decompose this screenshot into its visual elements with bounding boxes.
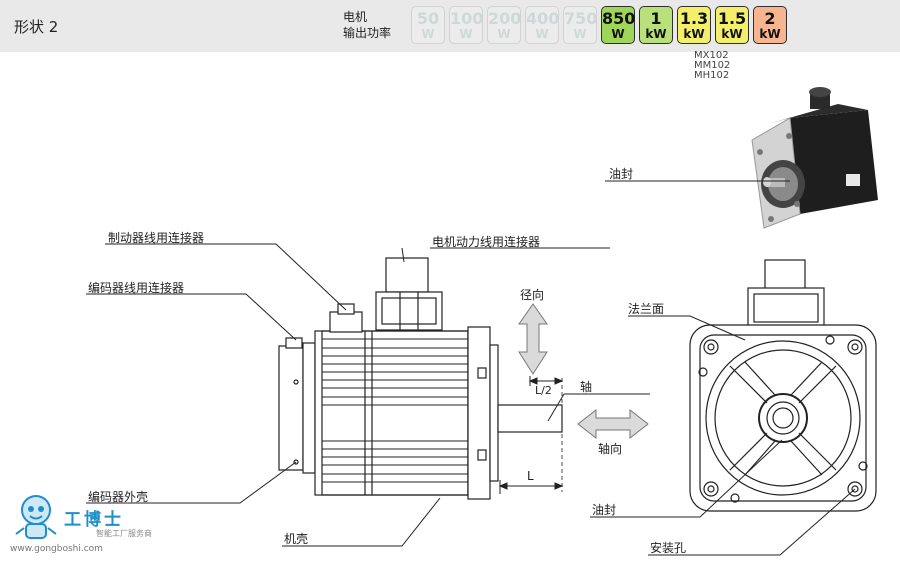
watermark-brand: 工博士 <box>64 510 124 530</box>
model-item: MM102 <box>694 60 731 71</box>
power-unit: kW <box>645 27 667 41</box>
power-unit: kW <box>721 27 743 41</box>
watermark-url: www.gongboshi.com <box>10 544 103 554</box>
power-label: 电机 输出功率 <box>343 9 391 41</box>
power-value: 850 <box>602 9 636 28</box>
power-value: 200 <box>488 9 522 28</box>
label-l: L <box>527 469 534 483</box>
shape-title: 形状 2 <box>14 18 59 36</box>
label-mounting-hole: 安装孔 <box>650 541 687 555</box>
power-label-line1: 电机 <box>343 10 368 24</box>
label-oil-seal-bottom: 油封 <box>592 503 617 517</box>
power-label-line2: 输出功率 <box>343 26 392 40</box>
power-unit: W <box>497 27 511 41</box>
motor-side-view <box>278 257 563 500</box>
power-value: 50 <box>416 9 440 28</box>
power-unit: kW <box>759 27 781 41</box>
power-unit: W <box>573 27 587 41</box>
model-item: MX102 <box>694 50 729 61</box>
label-encoder-cover: 编码器外壳 <box>88 490 149 504</box>
power-value: 750 <box>564 9 598 28</box>
label-flange: 法兰面 <box>628 302 665 316</box>
leader-lines <box>86 180 856 556</box>
power-value: 1 <box>650 9 662 28</box>
label-radial: 径向 <box>520 288 545 302</box>
label-oil-seal-top: 油封 <box>609 167 634 181</box>
power-value: 100 <box>450 9 484 28</box>
robot-mascot-icon <box>15 495 57 539</box>
power-value: 400 <box>526 9 560 28</box>
power-value: 1.5 <box>717 9 747 28</box>
power-unit: W <box>421 27 435 41</box>
label-power-connector: 电机动力线用连接器 <box>432 235 541 249</box>
model-item: MH102 <box>694 70 730 81</box>
power-unit: W <box>459 27 473 41</box>
watermark-sub: 智能工厂服务商 <box>96 529 152 538</box>
dimension-lines <box>498 376 564 494</box>
label-shaft: 轴 <box>580 380 593 394</box>
label-housing: 机壳 <box>284 532 309 546</box>
power-unit: W <box>535 27 549 41</box>
label-half-l: L/2 <box>535 384 552 397</box>
power-value: 1.3 <box>679 9 709 28</box>
motor-photo <box>751 87 878 229</box>
axial-arrow <box>577 408 649 440</box>
label-encoder-connector: 编码器线用连接器 <box>88 281 185 295</box>
motor-front-view <box>689 259 877 512</box>
label-brake-connector: 制动器线用连接器 <box>108 231 205 245</box>
radial-arrow <box>518 303 548 375</box>
power-value: 2 <box>764 9 776 28</box>
model-list: MX102 MM102 MH102 <box>694 51 730 81</box>
label-axial: 轴向 <box>598 442 623 456</box>
power-unit: kW <box>683 27 705 41</box>
power-unit: W <box>611 27 625 41</box>
